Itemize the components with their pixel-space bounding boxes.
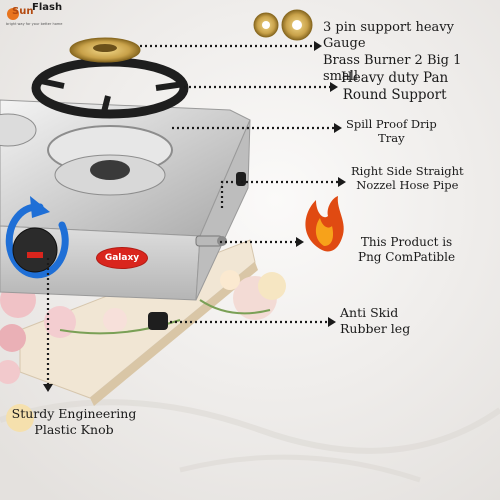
callout-line: Brass Burner 2 Big 1 small — [323, 52, 462, 84]
callout-line: Round Support — [342, 86, 447, 103]
rubber-leg-icon — [236, 172, 246, 186]
callout-rubber-leg: Anti Skid Rubber leg — [340, 305, 410, 336]
stove-side — [195, 119, 251, 301]
badge-text: Galaxy — [104, 253, 140, 263]
cloth-fold — [179, 454, 421, 483]
callout-line: This Product is — [360, 235, 453, 249]
burner-body — [90, 160, 130, 180]
callout-nozzle: Right Side Straight Nozzel Hose Pipe — [351, 164, 464, 193]
sun-icon — [7, 8, 19, 20]
callout-line: Right Side Straight — [351, 164, 464, 178]
callout-drip-tray: Spill Proof Drip Tray — [346, 117, 437, 146]
callout-line: Tray — [378, 131, 405, 146]
callout-png: This Product is Png ComPatible — [358, 235, 455, 265]
callout-line: 3 pin support heavy Gauge — [323, 20, 454, 52]
callout-arrows — [46, 44, 340, 385]
cloth-fold — [0, 399, 500, 454]
callout-line: Plastic Knob — [34, 421, 114, 437]
callout-arrowheads — [43, 41, 346, 392]
rotate-arrow-icon — [5, 203, 69, 279]
drip-tray-left — [0, 113, 37, 147]
brand-tagline: bright way for your better home — [6, 22, 63, 26]
rubber-leg-icon — [148, 312, 168, 330]
brand-logo: Sun Flash bright way for your better hom… — [2, 2, 62, 34]
brand-badge: Galaxy — [97, 248, 147, 268]
brand-name-sun: Sun — [12, 6, 34, 17]
brand-name-flash: Flash — [32, 2, 63, 13]
callout-line: Nozzel Hose Pipe — [356, 178, 459, 193]
callout-line: Anti Skid — [340, 305, 399, 320]
callout-line: Rubber leg — [340, 320, 411, 336]
brass-burner-hole — [93, 44, 117, 52]
callout-brass-burner: 3 pin support heavy Gauge Brass Burner 2… — [323, 20, 500, 85]
callout-line: Png ComPatible — [358, 250, 456, 264]
callout-line: Sturdy Engineering — [11, 406, 137, 421]
flowers — [0, 270, 286, 432]
callout-line: Spill Proof Drip — [346, 117, 437, 131]
rotate-arrowhead-icon — [30, 196, 50, 218]
wooden-board-edge — [90, 262, 258, 406]
callout-pan-support: Heavy duty Pan Round Support — [341, 70, 448, 104]
knob-icon — [12, 227, 58, 273]
flame-icon — [305, 196, 344, 252]
knob-marker — [27, 252, 43, 258]
callout-line: Heavy duty Pan — [341, 70, 449, 86]
callout-knob: Sturdy Engineering Plastic Knob — [4, 406, 144, 437]
brass-rings — [253, 9, 313, 41]
